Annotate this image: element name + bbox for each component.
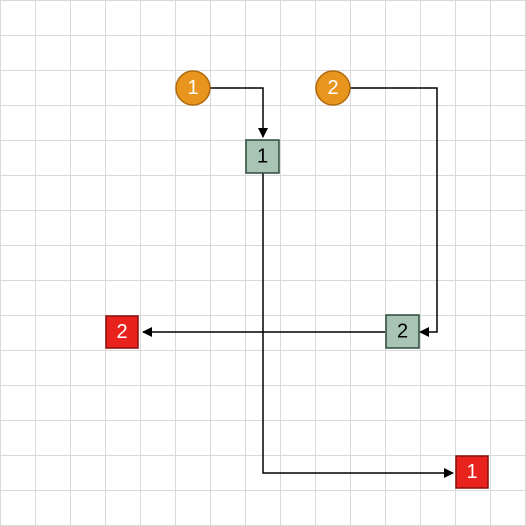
source-node-2[interactable]: 2 — [315, 70, 351, 106]
step-node-1-shape — [245, 139, 280, 174]
sink-node-2-shape — [105, 315, 139, 349]
source-node-2-shape — [315, 70, 351, 106]
source-node-1-label: 1 — [187, 77, 198, 99]
step-node-1[interactable]: 1 — [245, 139, 280, 174]
sink-node-1[interactable]: 1 — [455, 455, 489, 489]
step-node-2[interactable]: 2 — [385, 314, 420, 349]
source-node-2-label: 2 — [327, 77, 338, 99]
step-node-2-label: 2 — [397, 321, 408, 343]
step-node-1-label: 1 — [257, 146, 268, 168]
source-node-1-shape — [175, 70, 211, 106]
sink-node-1-label: 1 — [466, 461, 477, 483]
step-node-2-shape — [385, 314, 420, 349]
edge-source1-step1[interactable] — [210, 87, 268, 138]
sink-node-2-label: 2 — [116, 321, 127, 343]
sink-node-1-shape — [455, 455, 489, 489]
edge-source2-step2[interactable] — [350, 87, 438, 337]
source-node-1[interactable]: 1 — [175, 70, 211, 106]
sink-node-2[interactable]: 2 — [105, 315, 139, 349]
edge-step1-sink1[interactable] — [262, 173, 454, 478]
